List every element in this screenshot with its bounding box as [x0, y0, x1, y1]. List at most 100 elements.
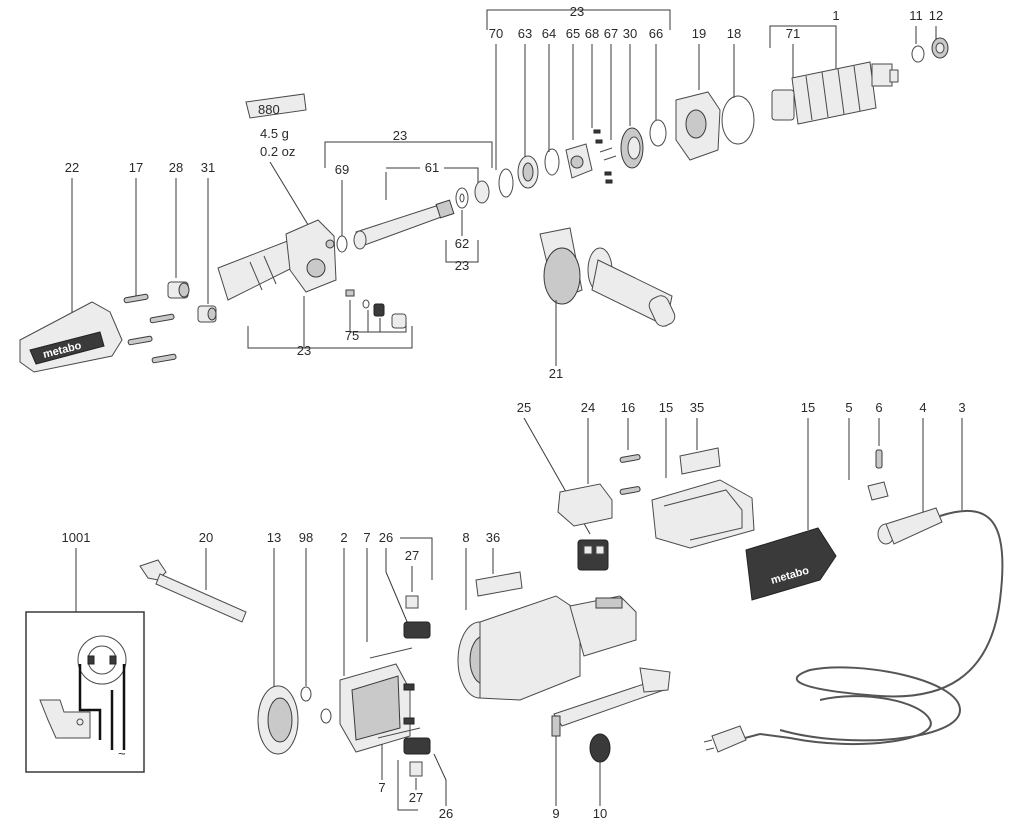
label-17: 17	[129, 160, 143, 175]
label-23-bottom: 23	[297, 343, 311, 358]
part-11-washer	[911, 45, 925, 63]
part-69-ring	[336, 235, 348, 253]
part-7-wire-a	[369, 647, 413, 659]
label-16: 16	[621, 400, 635, 415]
part-63-bearing	[517, 155, 539, 189]
part-19-bearing-plate	[675, 91, 721, 161]
part-67-springs	[599, 147, 617, 161]
label-18: 18	[727, 26, 741, 41]
leader-880	[269, 161, 311, 229]
bracket-26-27-top: 26 27	[379, 530, 433, 625]
label-9: 9	[552, 806, 559, 821]
label-12: 12	[929, 8, 943, 23]
part-1001-wiring-diagram: ~	[25, 611, 145, 773]
label-98: 98	[299, 530, 313, 545]
label-22: 22	[65, 160, 79, 175]
label-5: 5	[845, 400, 852, 415]
label-27-b: 27	[409, 790, 423, 805]
leader-lines-top	[495, 25, 937, 170]
bracket-23-mid: 23	[324, 128, 493, 168]
part-9-slider	[551, 667, 671, 737]
bracket-23-bottom: 23	[247, 296, 413, 358]
label-3: 3	[958, 400, 965, 415]
part-20-wrench	[139, 559, 247, 623]
part-12-bearing	[931, 37, 949, 59]
part-30-gear	[620, 127, 644, 169]
part-65-spindle-lock	[565, 143, 593, 179]
part-27-brush-a	[405, 595, 419, 609]
label-880: 880	[258, 102, 280, 117]
weight-ounces: 0.2 oz	[260, 144, 295, 159]
label-63: 63	[518, 26, 532, 41]
part-21-side-handle	[539, 227, 676, 327]
label-4: 4	[919, 400, 926, 415]
label-2: 2	[340, 530, 347, 545]
label-20: 20	[199, 530, 213, 545]
label-26-b: 26	[439, 806, 453, 821]
part-75-parts	[345, 289, 407, 329]
label-13: 13	[267, 530, 281, 545]
label-1001: 1001	[62, 530, 91, 545]
bracket-23-top: 23	[486, 4, 671, 30]
bracket-62-23: 62 23	[445, 210, 479, 273]
label-36: 36	[486, 530, 500, 545]
label-21: 21	[549, 366, 563, 381]
label-26-a: 26	[379, 530, 393, 545]
part-8-motor-housing	[457, 595, 637, 701]
label-61: 61	[425, 160, 439, 175]
part-61-spindle	[353, 199, 455, 250]
label-7-b: 7	[378, 780, 385, 795]
part-26-brush-holder-a	[403, 621, 431, 639]
label-35: 35	[690, 400, 704, 415]
label-1: 1	[832, 8, 839, 23]
label-7-a: 7	[363, 530, 370, 545]
part-7-wire-b	[377, 727, 421, 739]
label-6: 6	[875, 400, 882, 415]
label-15-b: 15	[801, 400, 815, 415]
label-62: 62	[455, 236, 469, 251]
part-17-screws	[123, 293, 177, 364]
label-71: 71	[786, 26, 800, 41]
part-25-switch	[577, 539, 609, 571]
label-30: 30	[623, 26, 637, 41]
label-10: 10	[593, 806, 607, 821]
part-22-nose-cap: metabo	[19, 301, 123, 373]
part-27-brush-b	[409, 761, 423, 777]
bracket-7-27-26-bottom: 7 27 26	[378, 744, 453, 821]
bracket-75: 75	[345, 300, 407, 343]
label-64: 64	[542, 26, 556, 41]
part-66-washer	[649, 119, 667, 147]
label-11: 11	[909, 8, 923, 23]
part-18-seal-ring	[721, 95, 755, 145]
part-68-pins	[593, 129, 613, 184]
label-66: 66	[649, 26, 663, 41]
label-15-a: 15	[659, 400, 673, 415]
label-27-a: 27	[405, 548, 419, 563]
label-75: 75	[345, 328, 359, 343]
part-31-collet	[197, 305, 217, 323]
ac-symbol: ~	[118, 746, 126, 761]
part-4-cord-sleeve	[877, 507, 943, 545]
part-98-washers	[300, 686, 332, 724]
part-64-ring	[544, 148, 560, 176]
part-2-stator	[339, 663, 415, 753]
label-25: 25	[517, 400, 531, 415]
part-35-label	[679, 447, 721, 475]
label-19: 19	[692, 26, 706, 41]
label-8: 8	[462, 530, 469, 545]
part-6-screw	[875, 449, 883, 469]
part-24-switch-housing	[557, 483, 613, 527]
label-24: 24	[581, 400, 595, 415]
label-70: 70	[489, 26, 503, 41]
part-15-housing-half	[651, 479, 755, 549]
part-15-cover: metabo	[745, 527, 837, 601]
part-13-ring	[257, 685, 299, 755]
label-68: 68	[585, 26, 599, 41]
part-26-brush-holder-b	[403, 737, 431, 755]
part-28-collet-nut	[167, 281, 190, 299]
part-16-screws	[619, 454, 641, 495]
grease-tube-880: 880	[245, 93, 307, 119]
label-69: 69	[335, 162, 349, 177]
label-67: 67	[604, 26, 618, 41]
